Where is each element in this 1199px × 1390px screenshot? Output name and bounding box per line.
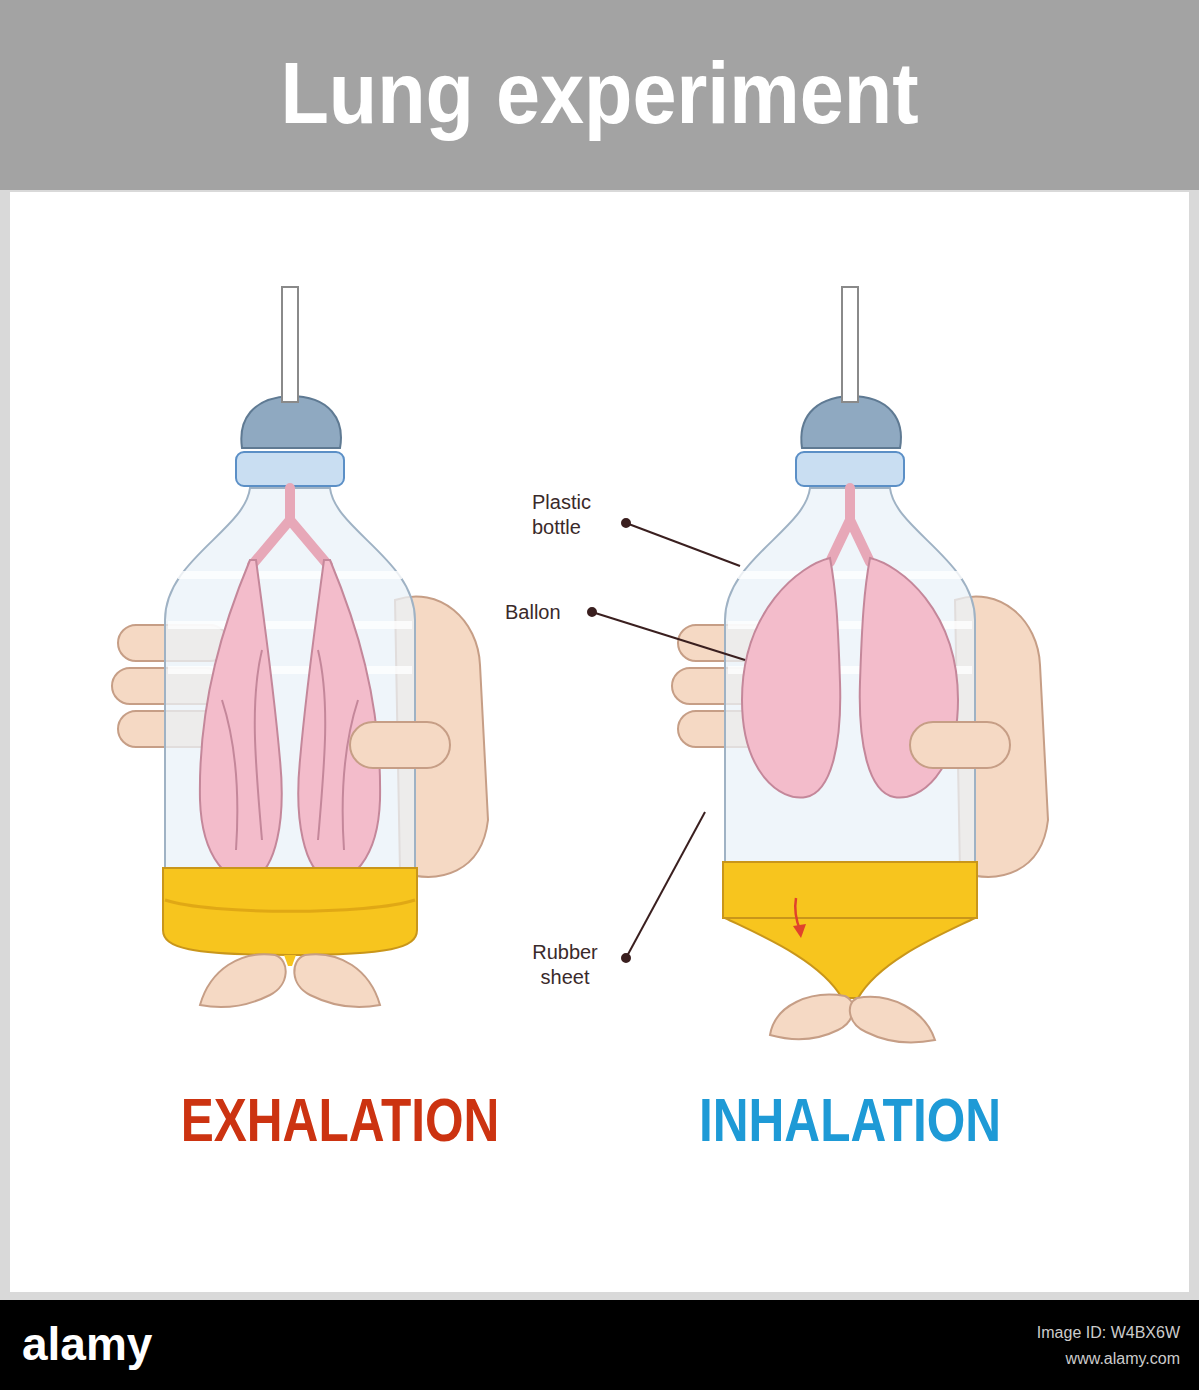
- phase-label: INHALATION: [610, 1082, 1090, 1158]
- watermark: www.alamy.com: [800, 1348, 1180, 1370]
- title: Lung experiment: [60, 38, 1139, 148]
- part-label: Rubber sheet: [515, 940, 615, 990]
- part-label: Ballon: [505, 600, 590, 625]
- part-label: Plastic bottle: [532, 490, 622, 540]
- phase-label: EXHALATION: [100, 1082, 580, 1158]
- watermark: Image ID: W4BX6W: [800, 1322, 1180, 1344]
- watermark: alamy: [22, 1318, 272, 1370]
